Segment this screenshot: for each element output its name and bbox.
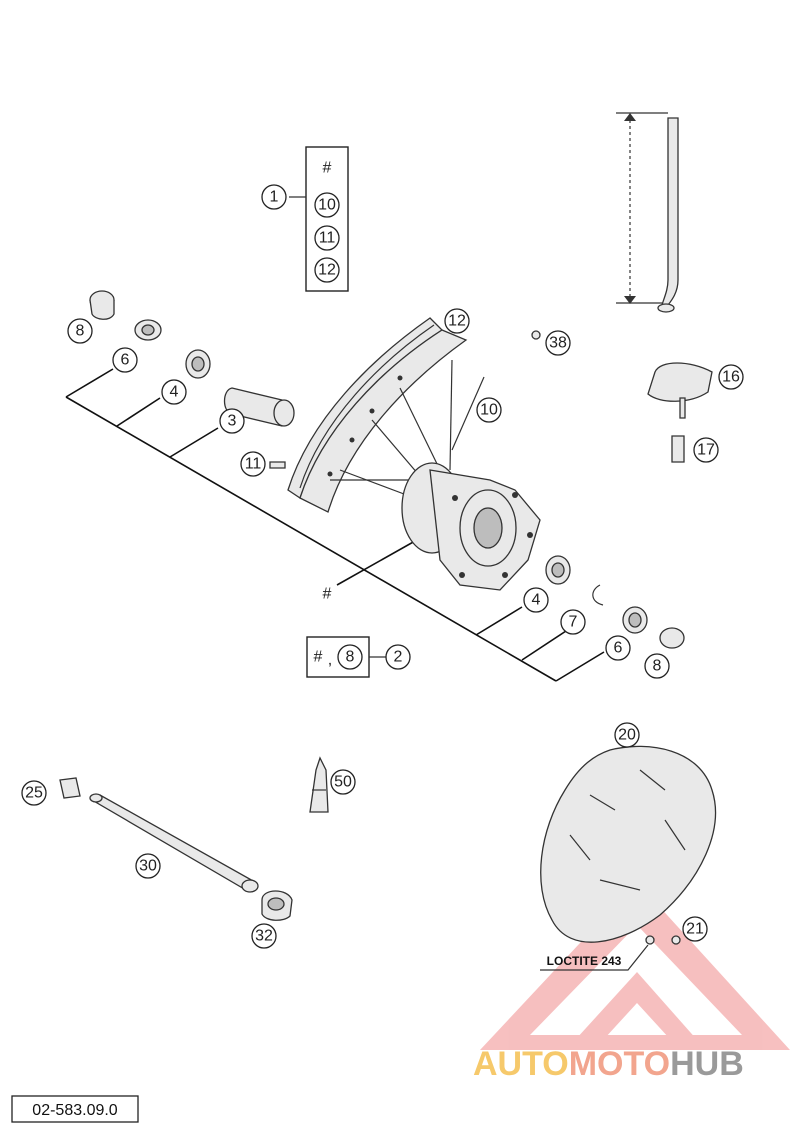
callout-21: 21 [682,916,708,942]
brake-disc [540,745,717,945]
callout-32: 32 [251,923,277,949]
svg-text:4: 4 [532,592,541,609]
svg-text:#: # [323,160,332,177]
svg-text:4: 4 [170,384,179,401]
svg-text:,: , [328,652,332,669]
svg-text:8: 8 [346,649,355,666]
svg-text:6: 6 [121,352,130,369]
svg-text:1: 1 [270,189,279,206]
svg-text:2: 2 [394,649,403,666]
svg-text:21: 21 [686,921,704,938]
callout-6-right: 6 [605,635,631,661]
callout-16: 16 [718,364,744,390]
svg-text:11: 11 [245,456,262,473]
svg-text:#: # [314,649,323,666]
svg-text:#: # [323,586,332,603]
loctite-label: LOCTITE 243 [547,954,622,968]
svg-text:25: 25 [25,785,43,802]
svg-text:6: 6 [614,640,623,657]
callout-3: 3 [219,408,245,434]
svg-text:10: 10 [480,402,498,419]
watermark-text: AUTOMOTOHUB [473,1045,744,1083]
callout-20: 20 [614,722,640,748]
callout-6-left: 6 [112,347,138,373]
svg-text:10: 10 [318,197,336,214]
small-ball [531,330,541,340]
svg-text:12: 12 [318,262,336,279]
rim-lock [647,362,713,463]
spoke-tool [616,112,679,313]
kit-box-2-item: 8 [337,644,363,670]
right-bearing-stack [545,555,685,649]
callout-11: 11 [240,451,266,477]
callout-30: 30 [135,853,161,879]
callout-50: 50 [330,769,356,795]
hash-label: # [323,586,332,603]
callout-38: 38 [545,330,571,356]
callout-4-left: 4 [161,379,187,405]
kit-box-1-item-11: 11 [314,225,340,251]
callout-4-right: 4 [523,587,549,613]
svg-text:38: 38 [549,335,567,352]
callout-8-right: 8 [644,653,670,679]
svg-text:20: 20 [618,727,636,744]
callout-1: 1 [261,184,287,210]
wheel-hub [401,462,541,591]
kit-box-2-sep: , [328,652,332,669]
drawing-number-box: 02-583.09.0 [11,1095,139,1123]
kit-box-1-item-10: 10 [314,192,340,218]
svg-text:8: 8 [76,323,85,340]
callout-7: 7 [560,609,586,635]
kit-box-2-hash: # [314,649,323,666]
callout-25: 25 [21,780,47,806]
callout-8-left: 8 [67,318,93,344]
svg-text:8: 8 [653,658,662,675]
left-bearing-stack [89,290,295,469]
kit-box-1-header: # [323,160,332,177]
kit-box-1-item-12: 12 [314,257,340,283]
svg-text:11: 11 [319,230,336,247]
svg-text:7: 7 [569,614,578,631]
svg-text:12: 12 [448,313,466,330]
callout-2: 2 [385,644,411,670]
svg-text:30: 30 [139,858,157,875]
threadlocker-bottle [309,756,329,813]
callout-10: 10 [476,397,502,423]
svg-text:16: 16 [722,369,740,386]
svg-text:3: 3 [228,413,237,430]
callout-17: 17 [693,437,719,463]
svg-text:50: 50 [334,774,352,791]
svg-text:32: 32 [255,928,273,945]
assembly-axis-lines [65,368,605,682]
wheel-rim [287,317,468,513]
svg-text:17: 17 [697,442,715,459]
loctite-leader [540,944,649,971]
axle-group [59,777,293,921]
drawing-number: 02-583.09.0 [32,1102,118,1119]
callout-12: 12 [444,308,470,334]
